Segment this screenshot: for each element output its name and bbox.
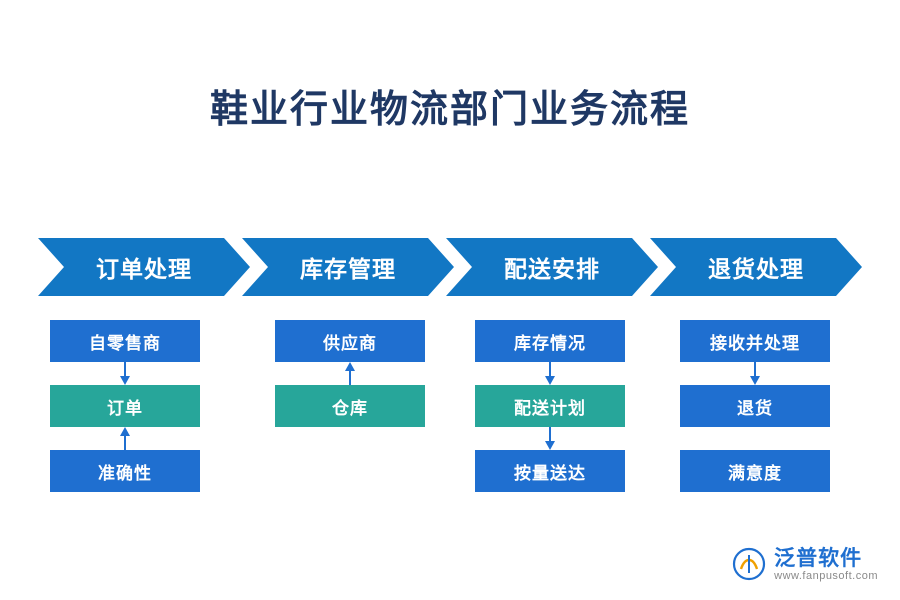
node-box[interactable]: 配送计划 xyxy=(475,385,625,427)
stage-chevron-return-processing[interactable]: 退货处理 xyxy=(650,238,862,296)
column-return-processing: 接收并处理 退货 满意度 xyxy=(680,320,830,492)
node-box[interactable]: 供应商 xyxy=(275,320,425,362)
node-label: 库存情况 xyxy=(514,333,586,353)
node-label: 满意度 xyxy=(728,463,782,483)
node-box[interactable]: 准确性 xyxy=(50,450,200,492)
node-box[interactable]: 订单 xyxy=(50,385,200,427)
connector-arrow-down xyxy=(50,362,200,385)
stage-chevron-delivery-arrangement[interactable]: 配送安排 xyxy=(446,238,658,296)
fanpu-logo-icon xyxy=(732,547,766,581)
node-box[interactable]: 自零售商 xyxy=(50,320,200,362)
node-label: 订单 xyxy=(107,398,143,418)
connector-arrow-up xyxy=(275,362,425,385)
stage-chevron-order-processing[interactable]: 订单处理 xyxy=(38,238,250,296)
node-box[interactable]: 满意度 xyxy=(680,450,830,492)
node-box[interactable]: 接收并处理 xyxy=(680,320,830,362)
stage-chevron-band: 订单处理 库存管理 配送安排 退货处理 xyxy=(38,238,862,296)
connector-arrow-up xyxy=(50,427,200,450)
column-inventory-management: 供应商 仓库 xyxy=(275,320,425,427)
stage-chevron-label: 订单处理 xyxy=(96,256,192,282)
connector-arrow-down xyxy=(475,427,625,450)
connector-arrow-down xyxy=(475,362,625,385)
page-title: 鞋业行业物流部门业务流程 xyxy=(209,89,690,131)
stage-chevron-inventory-management[interactable]: 库存管理 xyxy=(242,238,454,296)
node-box[interactable]: 库存情况 xyxy=(475,320,625,362)
node-label: 接收并处理 xyxy=(710,333,800,353)
node-label: 自零售商 xyxy=(89,333,161,353)
node-label: 配送计划 xyxy=(514,398,586,418)
node-box[interactable]: 退货 xyxy=(680,385,830,427)
column-order-processing: 自零售商 订单 准确性 xyxy=(50,320,200,492)
stage-chevron-label: 库存管理 xyxy=(300,256,396,282)
node-box[interactable]: 按量送达 xyxy=(475,450,625,492)
brand-name: 泛普软件 xyxy=(774,546,863,570)
node-label: 准确性 xyxy=(98,463,152,483)
stage-chevron-label: 配送安排 xyxy=(504,256,600,282)
node-label: 仓库 xyxy=(332,398,368,418)
node-label: 按量送达 xyxy=(514,463,586,483)
stage-chevron-label: 退货处理 xyxy=(708,256,804,282)
connector-spacer xyxy=(680,427,830,450)
column-delivery-arrangement: 库存情况 配送计划 按量送达 xyxy=(475,320,625,492)
connector-arrow-down xyxy=(680,362,830,385)
brand-watermark: 泛普软件 www.fanpusoft.com xyxy=(732,547,878,582)
node-label: 供应商 xyxy=(323,333,377,353)
node-box[interactable]: 仓库 xyxy=(275,385,425,427)
node-label: 退货 xyxy=(737,398,773,418)
brand-url: www.fanpusoft.com xyxy=(774,569,878,582)
